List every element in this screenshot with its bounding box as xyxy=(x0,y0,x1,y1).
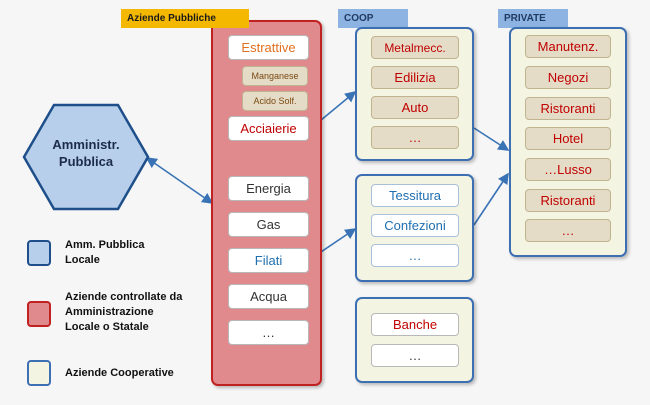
legend-controllate-line2: Amministrazione xyxy=(65,306,154,318)
item-pubbliche-more: … xyxy=(228,320,309,345)
private-item-hotel: Hotel xyxy=(525,127,611,150)
legend-cooperative: Aziende Cooperative xyxy=(65,367,174,379)
coop-group3 xyxy=(355,297,474,383)
arrow-hex-to-pubbliche xyxy=(145,157,214,204)
coop-header: COOP xyxy=(338,9,408,28)
legend-swatch-controllate xyxy=(27,301,51,327)
arrow-coop2-to-private xyxy=(473,172,509,226)
item-manganese: Manganese xyxy=(242,66,308,86)
private-item-ristoranti: Ristoranti xyxy=(525,97,611,120)
coop-item-banche: Banche xyxy=(371,313,459,336)
hexagon-label: Amministr. Pubblica xyxy=(22,136,150,170)
private-item-lusso: …Lusso xyxy=(525,158,611,181)
legend-amm-line2: Locale xyxy=(65,254,100,266)
item-acciaierie: Acciaierie xyxy=(228,116,309,141)
item-filati: Filati xyxy=(228,248,309,273)
item-estrattive: Estrattive xyxy=(228,35,309,60)
legend-amm-pubblica: Amm. Pubblica Locale xyxy=(65,238,144,268)
legend-swatch-cooperative xyxy=(27,360,51,386)
private-item-more: … xyxy=(525,219,611,242)
item-energia: Energia xyxy=(228,176,309,201)
coop-item-more1: … xyxy=(371,126,459,149)
private-header: PRIVATE xyxy=(498,9,568,28)
legend-swatch-amm-pubblica xyxy=(27,240,51,266)
item-acido-solf: Acido Solf. xyxy=(242,91,308,111)
private-item-negozi: Negozi xyxy=(525,66,611,89)
coop-item-more3: … xyxy=(371,344,459,367)
coop-item-edilizia: Edilizia xyxy=(371,66,459,89)
hexagon-line1: Amministr. xyxy=(52,137,120,152)
legend-controllate-line3: Locale o Statale xyxy=(65,321,149,333)
hexagon-shape xyxy=(22,103,150,211)
coop-item-confezioni: Confezioni xyxy=(371,214,459,237)
coop-item-tessitura: Tessitura xyxy=(371,184,459,207)
item-gas: Gas xyxy=(228,212,309,237)
item-acqua: Acqua xyxy=(228,284,309,309)
private-item-ristoranti-2: Ristoranti xyxy=(525,189,611,212)
hexagon-line2: Pubblica xyxy=(58,154,114,169)
legend-controllate: Aziende controllate da Amministrazione L… xyxy=(65,290,182,335)
legend-controllate-line1: Aziende controllate da xyxy=(65,291,183,303)
coop-item-auto: Auto xyxy=(371,96,459,119)
arrow-coop1-to-private xyxy=(473,127,510,151)
legend-amm-line1: Amm. Pubblica xyxy=(65,239,145,251)
coop-item-more2: … xyxy=(371,244,459,267)
coop-item-metalmecc: Metalmecc. xyxy=(371,36,459,59)
pubbliche-header: Aziende Pubbliche xyxy=(121,9,249,28)
private-item-manutenz: Manutenz. xyxy=(525,35,611,58)
